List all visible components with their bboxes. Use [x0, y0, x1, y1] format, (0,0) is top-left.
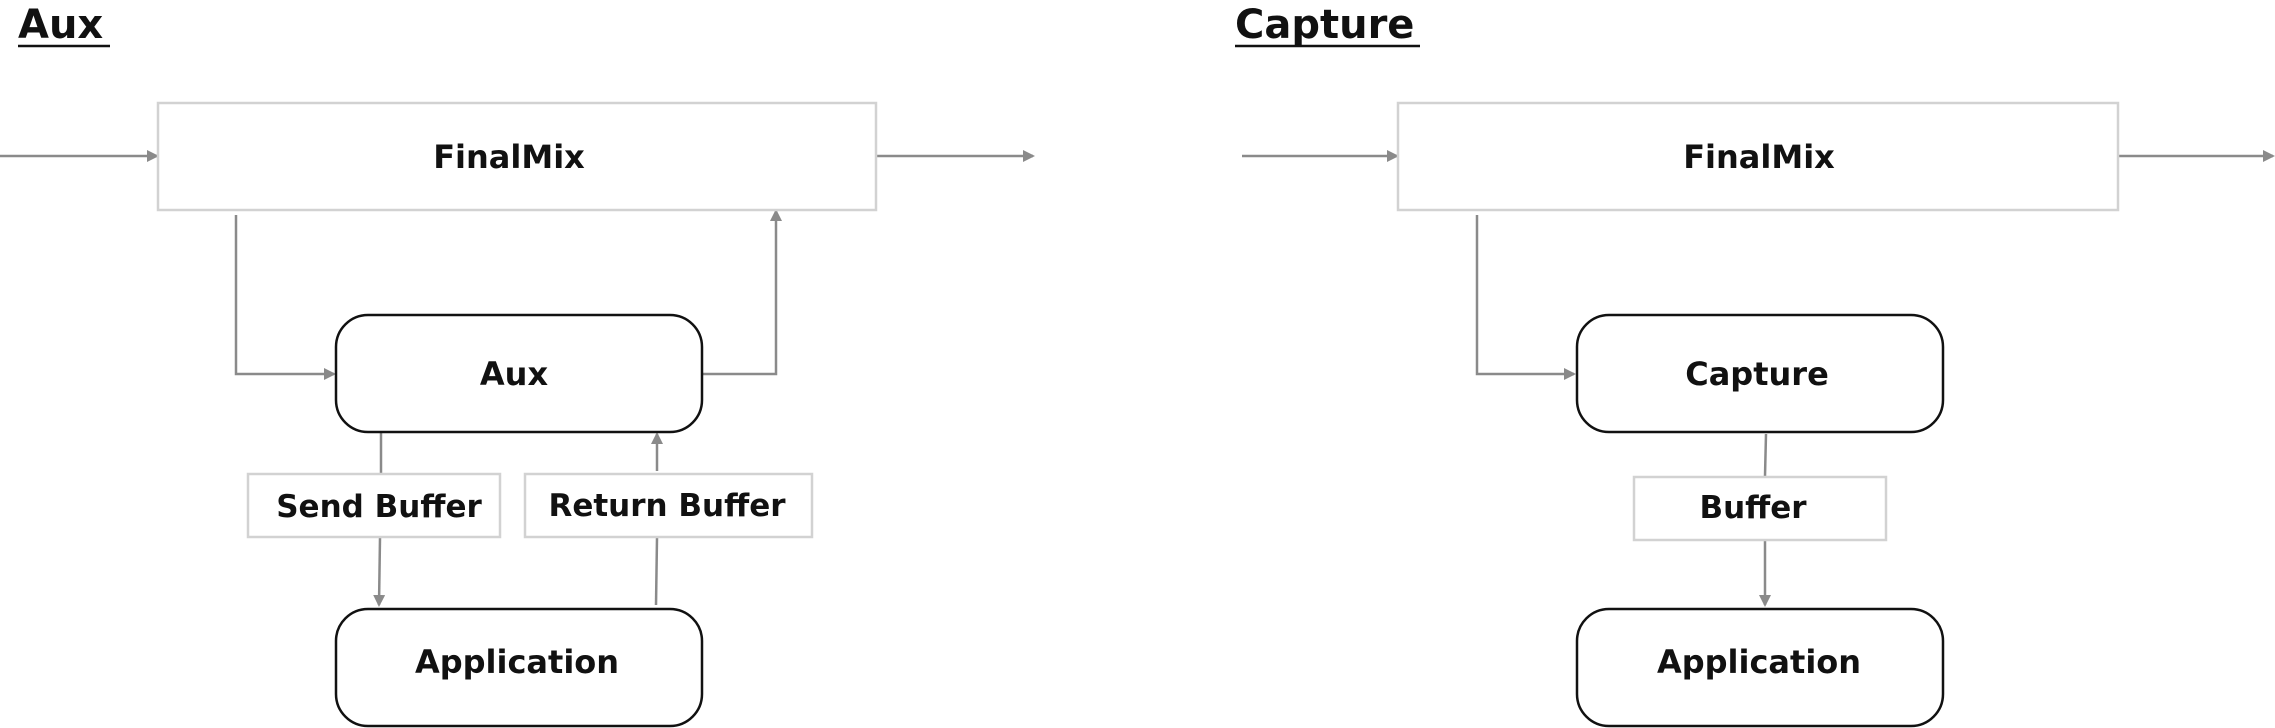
aux-return-connector [654, 537, 659, 606]
aux-return-buffer-label: Return Buffer [548, 488, 786, 524]
capture-path-arrow [1475, 215, 1576, 380]
capture-connector [1763, 433, 1768, 477]
capture-buffer-label: Buffer [1699, 490, 1807, 526]
aux-return-buffer-box [523, 472, 814, 539]
aux-application-node [334, 607, 704, 728]
aux-send-path-arrow [234, 215, 336, 380]
aux-send-buffer-arrow [373, 537, 386, 607]
aux-application-label: Application [415, 643, 619, 681]
aux-send-buffer-box [246, 472, 502, 539]
aux-final-mix-label: FinalMix [433, 138, 585, 176]
capture-buffer-box [1632, 475, 1888, 542]
capture-application-node [1575, 607, 1945, 728]
capture-diagram: Capture FinalMix Capture Buffer Applicat… [1235, 2, 2275, 728]
aux-diagram: Aux FinalMix Aux Send Buffer Return Buff… [0, 2, 1035, 728]
capture-title: Capture [1235, 2, 1414, 48]
capture-final-mix-box [1396, 101, 2120, 212]
capture-final-mix-label: FinalMix [1683, 138, 1835, 176]
aux-send-buffer-label: Send Buffer [276, 489, 482, 525]
capture-application-label: Application [1657, 643, 1861, 681]
aux-title: Aux [18, 2, 103, 48]
aux-effect-node [334, 313, 704, 434]
aux-return-path-arrow [702, 209, 782, 376]
aux-final-mix-box [156, 101, 878, 212]
aux-effect-node-label: Aux [480, 355, 549, 393]
capture-effect-node-label: Capture [1685, 355, 1829, 393]
capture-effect-node [1575, 313, 1945, 434]
